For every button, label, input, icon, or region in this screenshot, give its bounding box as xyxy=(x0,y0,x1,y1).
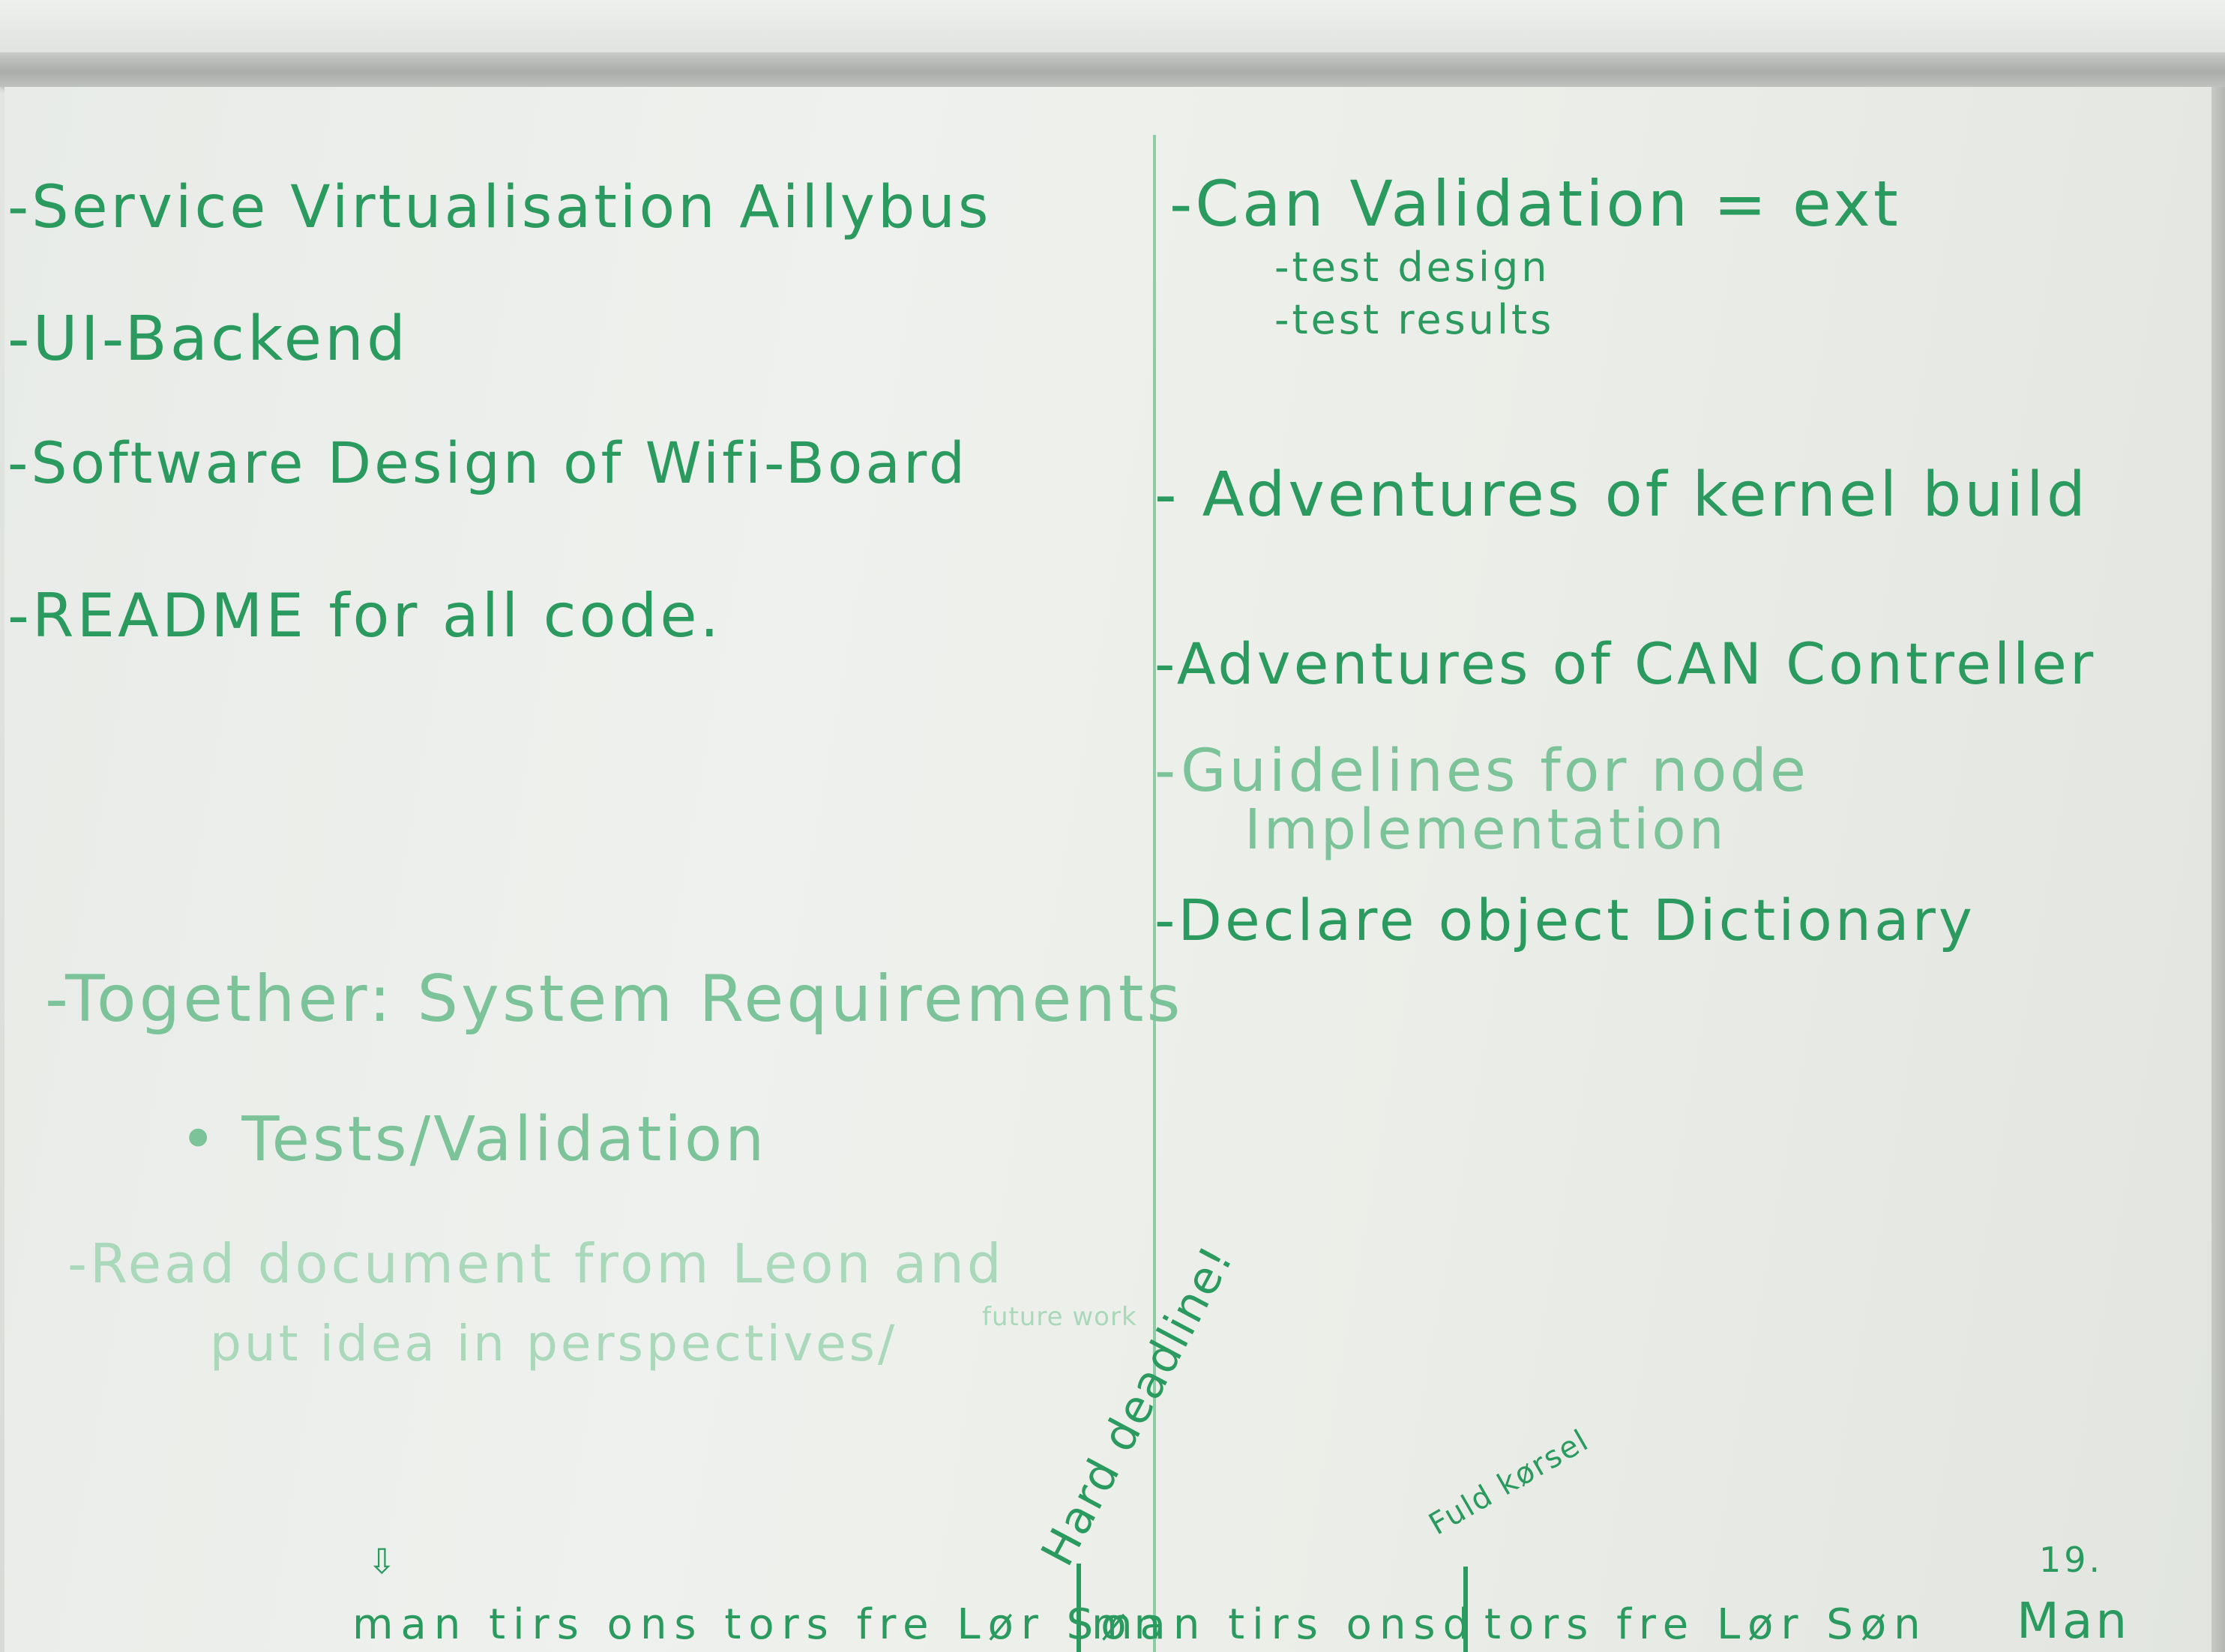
note-ui-backend: -UI-Backend xyxy=(7,304,409,375)
note-readme: -README for all code. xyxy=(7,581,723,651)
note-declare-object-dictionary: -Declare object Dictionary xyxy=(1154,887,1975,953)
note-together-requirements: -Together: System Requirements xyxy=(45,962,1184,1037)
timeline-day-man: Man xyxy=(2017,1592,2131,1650)
note-test-design: -test design xyxy=(1274,244,1550,291)
note-guidelines-line1: -Guidelines for node xyxy=(1154,738,1809,805)
wall xyxy=(0,0,2225,52)
note-can-validation: -Can Validation = ext xyxy=(1169,167,1901,241)
deadline-marker xyxy=(1077,1564,1081,1652)
whiteboard-top-frame xyxy=(0,52,2225,87)
timeline-days-week2-start: man tirs onsd xyxy=(1092,1600,1478,1649)
note-adventures-kernel: - Adventures of kernel build xyxy=(1154,459,2089,531)
note-service-virtualisation: -Service Virtualisation Aillybus xyxy=(7,174,992,241)
note-read-document-line1: -Read document from Leon and xyxy=(67,1232,1005,1295)
timeline-days-week2-end: tors fre Lør Søn xyxy=(1484,1600,1928,1649)
down-arrow-icon: ⇩ xyxy=(367,1541,400,1582)
column-divider-line xyxy=(1153,135,1156,1652)
note-guidelines-line2: Implementation xyxy=(1244,798,1727,862)
note-software-design: -Software Design of Wifi-Board xyxy=(7,429,969,496)
note-tests-validation: • Tests/Validation xyxy=(180,1104,768,1175)
note-test-results: -test results xyxy=(1274,296,1555,343)
note-day-number: 19. xyxy=(2039,1540,2104,1580)
timeline-days-week1: man tirs ons tors fre Lør Søn xyxy=(352,1600,1168,1649)
fuld-korsel-marker xyxy=(1463,1567,1468,1652)
note-future-work: future work xyxy=(982,1302,1137,1332)
note-adventures-can-controller: -Adventures of CAN Contreller xyxy=(1154,630,2097,697)
whiteboard-surface xyxy=(4,87,2212,1652)
whiteboard-right-frame xyxy=(2212,87,2225,1652)
note-read-document-line2: put idea in perspectives/ xyxy=(210,1315,898,1372)
